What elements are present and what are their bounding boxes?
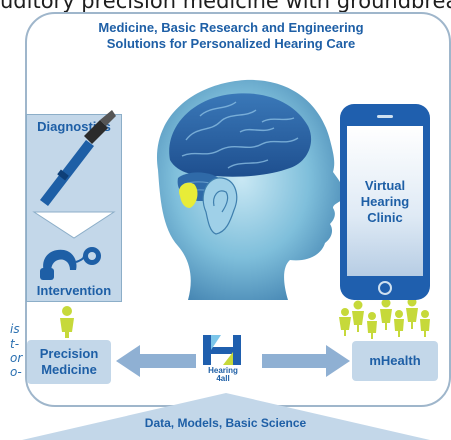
precision-medicine-box: Precision Medicine	[27, 340, 111, 384]
data-models-label: Data, Models, Basic Science	[144, 416, 307, 430]
cochlea	[179, 182, 198, 208]
precision-line-2: Medicine	[41, 362, 97, 377]
intervention-label: Intervention	[36, 283, 112, 298]
arrow-right	[262, 345, 350, 377]
mhealth-box: mHealth	[352, 341, 438, 381]
hearing4all-logo	[203, 335, 241, 365]
person-icon	[60, 306, 74, 338]
phone-label-line-3: Clinic	[367, 210, 403, 225]
otoscope-icon	[40, 110, 116, 206]
ear	[202, 177, 238, 235]
phone-home-button	[378, 281, 392, 295]
caption-fragment: is	[10, 322, 20, 336]
caption-fragment: t-	[10, 337, 20, 351]
logo-line-1: Hearing	[208, 366, 238, 375]
brain-folds	[181, 101, 299, 169]
logo-text: Hearing 4all	[203, 367, 243, 383]
virtual-hearing-clinic-label: Virtual Hearing Clinic	[347, 178, 423, 226]
arrow-left	[116, 345, 196, 377]
phone-label-line-2: Hearing	[360, 194, 410, 209]
article-top-line: uditory precision medicine with groundbr…	[0, 0, 451, 13]
phone-label-line-1: Virtual	[364, 178, 406, 193]
precision-line-1: Precision	[39, 346, 99, 361]
caption-fragment: or	[10, 351, 23, 365]
caption-fragment: o-	[10, 365, 22, 379]
panel-title: Medicine, Basic Research and Engineering…	[60, 20, 402, 52]
phone-screen	[347, 126, 423, 276]
bottom-banner	[22, 393, 430, 440]
title-line-2: Solutions for Personalized Hearing Care	[106, 36, 356, 51]
cochlear-implant-icon	[40, 247, 101, 280]
phone-speaker	[377, 115, 393, 118]
title-line-1: Medicine, Basic Research and Engineering	[98, 20, 364, 35]
people-group-icon	[339, 297, 430, 339]
logo-line-2: 4all	[216, 374, 230, 383]
brain	[169, 93, 312, 177]
funnel-triangle	[32, 211, 116, 239]
